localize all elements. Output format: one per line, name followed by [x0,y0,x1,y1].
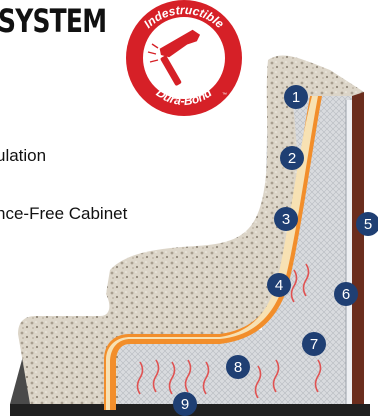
callout-1: 1 [284,85,308,109]
badge-mark: ™ [222,92,227,98]
svg-text:7: 7 [310,336,318,353]
feature-line-1: ulation [0,146,46,166]
callout-3: 3 [274,207,298,231]
callout-6: 6 [334,282,358,306]
svg-text:1: 1 [292,89,300,106]
callout-4: 4 [267,273,291,297]
svg-text:3: 3 [282,211,290,228]
dura-bond-badge: Indestructible Dura-Bond ™ [126,0,242,116]
callout-7: 7 [302,332,326,356]
svg-text:9: 9 [181,396,189,413]
svg-text:8: 8 [234,359,242,376]
cabinet-wall [352,92,364,410]
callout-2: 2 [280,146,304,170]
page-heading: SYSTEM [0,2,106,40]
feature-line-2: nce-Free Cabinet [0,204,127,224]
callout-8: 8 [226,355,250,379]
callout-9: 9 [173,392,197,416]
svg-text:5: 5 [364,216,372,233]
svg-text:2: 2 [288,150,296,167]
svg-text:4: 4 [275,277,283,294]
svg-text:6: 6 [342,286,350,303]
